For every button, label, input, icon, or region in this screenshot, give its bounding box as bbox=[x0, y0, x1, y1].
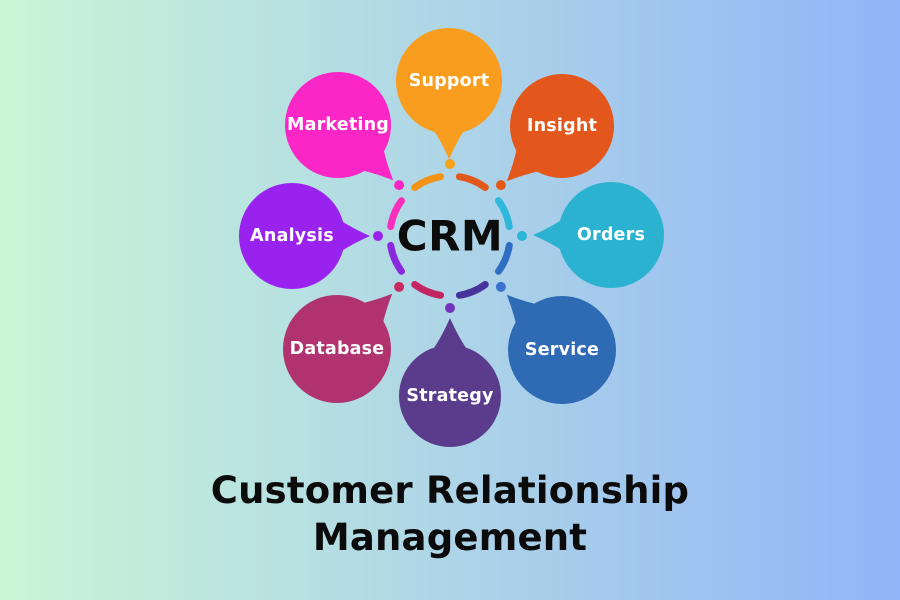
marketing-tail bbox=[361, 148, 394, 181]
bubble-service bbox=[506, 294, 616, 404]
title-line-1: Customer Relationship bbox=[210, 469, 690, 512]
insight-tail bbox=[506, 149, 539, 182]
bubble-orders bbox=[533, 182, 664, 288]
bubble-label-marketing: Marketing bbox=[286, 115, 390, 135]
analysis-circle bbox=[239, 183, 345, 289]
bubble-label-database: Database bbox=[289, 339, 385, 359]
strategy-circle bbox=[399, 345, 501, 447]
bubble-insight bbox=[506, 74, 614, 182]
ring-arc-se-s bbox=[455, 281, 489, 299]
crm-center-label: CRM bbox=[396, 211, 504, 261]
main-title: Customer Relationship Management bbox=[0, 468, 900, 562]
ring-arc-e-se bbox=[495, 241, 513, 275]
ring-arc-sw-w bbox=[387, 241, 405, 275]
ring-dot-west bbox=[373, 231, 383, 241]
strategy-tail bbox=[434, 318, 466, 348]
ring-dot-southeast bbox=[495, 281, 506, 292]
ring-dot-northwest bbox=[394, 180, 405, 191]
insight-circle bbox=[510, 74, 614, 178]
support-tail bbox=[433, 129, 465, 159]
bubble-strategy bbox=[399, 318, 501, 447]
ring-dot-east bbox=[517, 231, 527, 241]
database-circle bbox=[283, 295, 391, 403]
bubble-database bbox=[283, 293, 393, 403]
bubble-label-strategy: Strategy bbox=[406, 386, 494, 406]
ring-arc-n-ne bbox=[455, 173, 489, 191]
ring-dot-northeast bbox=[495, 180, 506, 191]
analysis-tail bbox=[340, 220, 370, 252]
ring-arc-s-sw bbox=[411, 281, 445, 299]
bubble-marketing bbox=[285, 72, 394, 181]
service-tail bbox=[506, 294, 539, 327]
service-circle bbox=[508, 296, 616, 404]
database-tail bbox=[360, 293, 393, 326]
bubble-label-insight: Insight bbox=[526, 116, 598, 136]
ring-dot-north bbox=[445, 159, 455, 169]
ring-dot-southwest bbox=[394, 281, 405, 292]
ring-arc-nw-n bbox=[411, 173, 445, 191]
title-line-2: Management bbox=[312, 515, 588, 559]
bubble-label-orders: Orders bbox=[576, 225, 646, 245]
ring-arc-w-nw bbox=[387, 197, 405, 231]
ring-arc-ne-e bbox=[495, 197, 513, 231]
bubble-label-service: Service bbox=[524, 340, 600, 360]
orders-circle bbox=[558, 182, 664, 288]
marketing-circle bbox=[285, 72, 391, 178]
orders-tail bbox=[533, 219, 563, 251]
bubble-label-analysis: Analysis bbox=[250, 226, 334, 246]
support-circle bbox=[396, 28, 502, 134]
ring-dot-south bbox=[445, 303, 455, 313]
bubble-label-support: Support bbox=[408, 71, 490, 91]
bubble-analysis bbox=[239, 183, 370, 289]
bubble-support bbox=[396, 28, 502, 159]
